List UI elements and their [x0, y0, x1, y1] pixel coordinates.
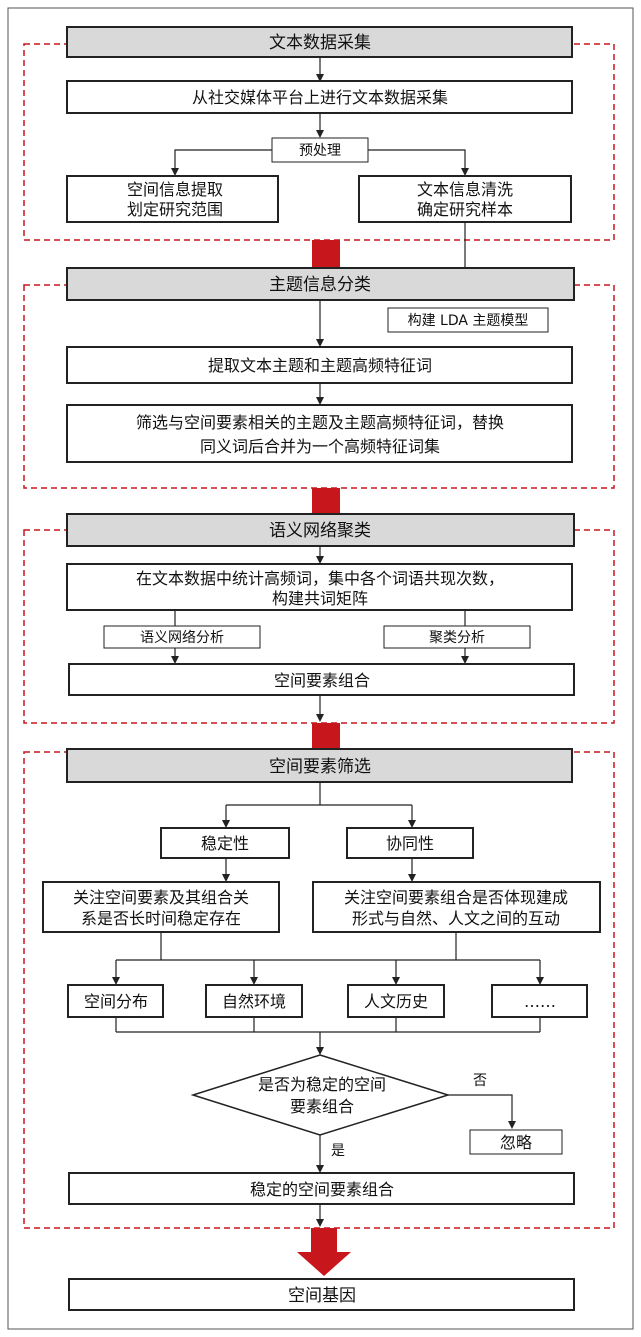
stability-desc-box [42, 881, 280, 933]
combine-text: 空间要素组合 [274, 671, 370, 690]
category-natural-text: 自然环境 [222, 992, 286, 1011]
stability-desc-line1: 关注空间要素及其组合关 [73, 888, 249, 907]
final-text: 空间基因 [288, 1286, 356, 1306]
stable-combination-box [68, 1172, 575, 1205]
cluster-analysis-box [383, 625, 531, 649]
extract-topics-text: 提取文本主题和主题高频特征词 [208, 356, 432, 375]
category-human-text: 人文历史 [364, 992, 428, 1011]
cooccur-line2: 构建共词矩阵 [272, 589, 368, 608]
spatial-extract-box [66, 175, 279, 223]
filter-topics-line2: 同义词后合并为一个高频特征词集 [200, 437, 440, 456]
stability-desc-line2: 系是否长时间稳定存在 [81, 909, 241, 928]
section-4-header [66, 748, 573, 783]
synergy-desc-line1: 关注空间要素组合是否体现建成 [344, 888, 568, 907]
stable-combination-text: 稳定的空间要素组合 [250, 1180, 394, 1199]
synergy-text: 协同性 [386, 834, 434, 853]
final-box [68, 1278, 575, 1311]
spatial-extract-line1: 空间信息提取 [127, 180, 223, 199]
synergy-box [346, 827, 474, 859]
yes-label: 是 [331, 1143, 345, 1159]
section-1-header [66, 26, 573, 58]
filter-topics-line1: 筛选与空间要素相关的主题及主题高频特征词，替换 [136, 413, 504, 432]
text-clean-line2: 确定研究样本 [417, 200, 513, 219]
section-3-title: 语义网络聚类 [269, 521, 371, 541]
category-human-box [347, 984, 445, 1018]
big-red-arrow [297, 1228, 351, 1276]
section-3-header [66, 513, 575, 547]
text-clean-box [358, 175, 572, 223]
semantic-analysis-box [103, 625, 261, 649]
red-connector-1 [312, 240, 340, 268]
filter-topics-box [66, 404, 573, 463]
semantic-analysis-text: 语义网络分析 [140, 630, 224, 646]
category-more-text: …… [524, 992, 556, 1011]
no-label: 否 [473, 1073, 487, 1089]
category-spatial-box [67, 984, 164, 1018]
red-connector-3 [312, 723, 340, 749]
section-4-title: 空间要素筛选 [269, 757, 371, 777]
text-clean-line1: 文本信息清洗 [417, 180, 513, 199]
stability-text: 稳定性 [201, 834, 249, 853]
spatial-extract-line2: 划定研究范围 [127, 200, 223, 219]
section-2-header [66, 267, 575, 301]
ignore-box [469, 1129, 563, 1155]
ignore-text: 忽略 [500, 1133, 532, 1152]
outer-frame [7, 7, 634, 1330]
red-connector-2 [312, 488, 340, 514]
section-2-title: 主题信息分类 [269, 275, 371, 295]
collect-box [66, 80, 573, 114]
decision-line2: 要素组合 [290, 1097, 354, 1116]
synergy-desc-box [312, 881, 601, 933]
cooccur-line1: 在文本数据中统计高频词，集中各个词语共现次数， [136, 569, 504, 588]
extract-topics-box [66, 346, 573, 384]
combine-box [68, 663, 575, 696]
section-1-title: 文本数据采集 [269, 33, 371, 53]
stability-box [160, 827, 290, 859]
decision-line1: 是否为稳定的空间 [258, 1075, 386, 1094]
cluster-analysis-text: 聚类分析 [429, 630, 485, 646]
collect-text: 从社交媒体平台上进行文本数据采集 [192, 88, 448, 107]
synergy-desc-line2: 形式与自然、人文之间的互动 [352, 909, 560, 928]
decision-diamond [190, 1054, 451, 1136]
category-more-box [491, 984, 588, 1018]
cooccur-box [66, 563, 573, 611]
category-spatial-text: 空间分布 [84, 992, 148, 1011]
lda-box [387, 307, 549, 333]
preprocess-text: 预处理 [299, 143, 341, 159]
lda-text: 构建 LDA 主题模型 [408, 313, 529, 329]
